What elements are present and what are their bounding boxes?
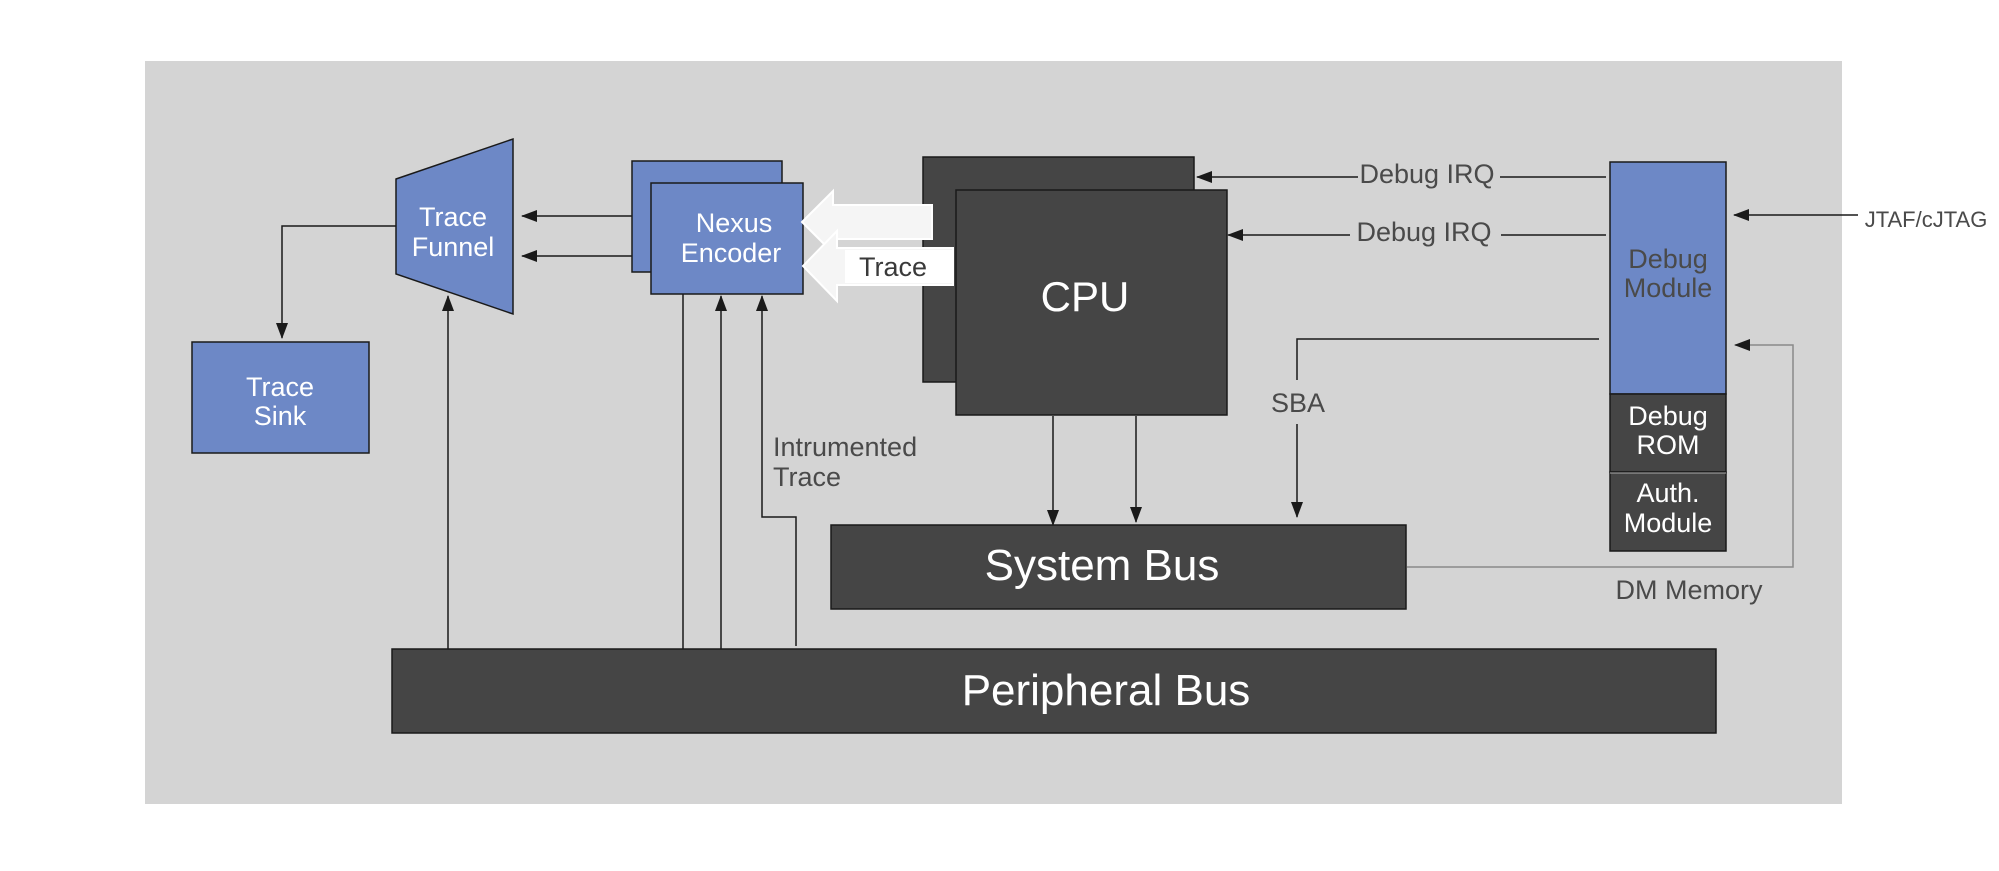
debug-module-stack: Debug Module Debug ROM Auth. Module: [1609, 161, 1727, 552]
auth-module-label-line2: Module: [1624, 508, 1713, 538]
trace-label: Trace: [859, 252, 927, 282]
cpu-front: [955, 189, 1228, 416]
dm-memory-line: [1407, 339, 1794, 568]
funnel-to-sink-line: [276, 225, 396, 339]
instrumented-trace-line: [756, 295, 797, 646]
sba-line-top: [1296, 338, 1599, 380]
debug-rom-label-line1: Debug: [1628, 401, 1708, 431]
auth-module-block: [1609, 471, 1727, 552]
dm-memory-label: DM Memory: [1616, 575, 1763, 605]
trace-funnel-label-line2: Funnel: [412, 232, 495, 262]
system-bus-label: System Bus: [985, 541, 1220, 590]
debug-irq-label-1: Debug IRQ: [1359, 159, 1494, 189]
debug-rom-label-line2: ROM: [1637, 430, 1700, 460]
nexus-encoder-block: Nexus Encoder: [631, 160, 804, 295]
nexus-encoder-front: [650, 182, 804, 295]
trace-sink-block: Trace Sink: [191, 341, 370, 454]
peripheral-bus-label: Peripheral Bus: [962, 666, 1251, 715]
trace-funnel-label-line1: Trace: [419, 202, 487, 232]
sba-label: SBA: [1271, 388, 1325, 418]
auth-module-label-line1: Auth.: [1636, 478, 1699, 508]
debug-module-block: [1609, 161, 1727, 395]
cpu-label: CPU: [1041, 273, 1130, 320]
trace-sink-label-line2: Sink: [254, 401, 307, 431]
nexus-encoder-label-line1: Nexus: [696, 208, 773, 238]
trace-funnel-block: Trace Funnel: [395, 137, 514, 316]
debug-module-label-line2: Module: [1624, 273, 1713, 303]
debug-irq-label-2: Debug IRQ: [1356, 217, 1491, 247]
debug-module-label-line1: Debug: [1628, 244, 1708, 274]
trace-arrows: Trace: [800, 188, 954, 304]
peripheral-bus-block: Peripheral Bus: [391, 648, 1717, 734]
jtag-label: JTAF/cJTAG: [1865, 207, 1988, 232]
system-bus-block: System Bus: [830, 524, 1407, 610]
trace-sink-label-line1: Trace: [246, 372, 314, 402]
connectors: [276, 171, 1858, 649]
trace-label-box: [845, 250, 953, 283]
nexus-encoder-label-line2: Encoder: [681, 238, 782, 268]
instrumented-trace-label-line1: Intrumented: [773, 432, 917, 462]
instrumented-trace-label-line2: Trace: [773, 462, 841, 492]
cpu-block: CPU: [922, 156, 1228, 416]
